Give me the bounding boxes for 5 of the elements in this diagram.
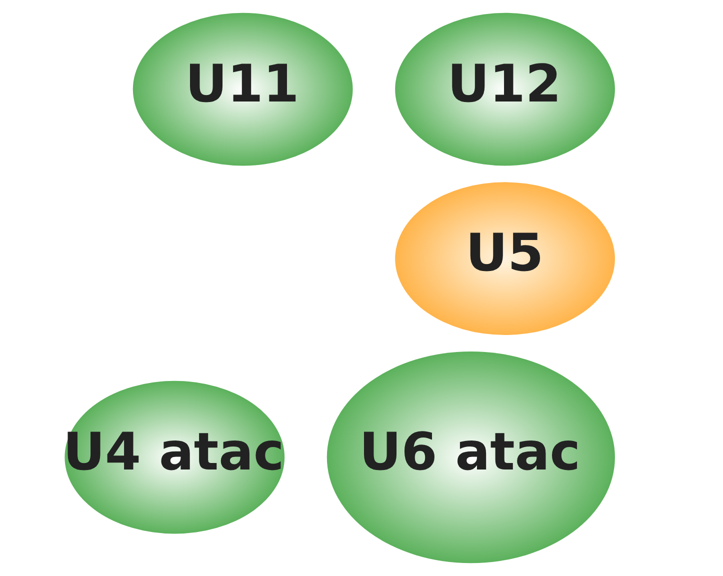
node-ellipse: U6 atac bbox=[326, 352, 615, 564]
node-ellipse: U5 bbox=[395, 182, 615, 336]
node-ellipse: U4 atac bbox=[64, 380, 285, 534]
node-ellipse: U12 bbox=[395, 12, 615, 166]
node-ellipse: U11 bbox=[132, 12, 353, 166]
